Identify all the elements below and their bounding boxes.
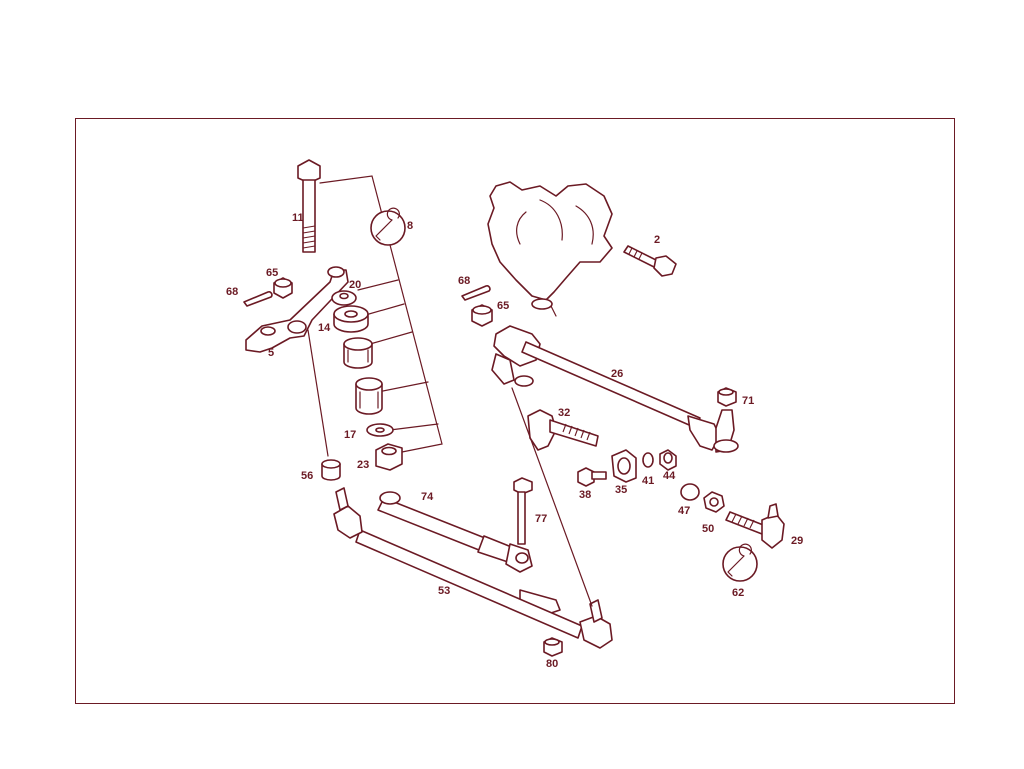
cotter-pin-68-left bbox=[243, 291, 273, 307]
part-label-56: 56 bbox=[301, 470, 313, 482]
shock-absorber-74 bbox=[377, 491, 533, 573]
diagram-frame bbox=[75, 118, 955, 704]
nut-71 bbox=[717, 387, 737, 407]
bushing-14 bbox=[333, 305, 369, 333]
tie-rod-53 bbox=[333, 487, 613, 649]
nut-50 bbox=[703, 491, 725, 513]
tie-rod-end-32 bbox=[527, 409, 599, 451]
part-label-29: 29 bbox=[791, 535, 803, 547]
part-label-23: 23 bbox=[357, 459, 369, 471]
part-label-11: 11 bbox=[292, 212, 304, 224]
spacer-47 bbox=[680, 483, 700, 501]
clamp-35 bbox=[611, 449, 637, 483]
torque-wrench-icon bbox=[370, 207, 406, 246]
bolt-11 bbox=[297, 159, 321, 253]
washer-17 bbox=[366, 423, 394, 437]
part-label-71: 71 bbox=[742, 395, 754, 407]
steering-gearbox bbox=[487, 181, 613, 317]
part-label-77: 77 bbox=[535, 513, 547, 525]
castle-nut-65-left bbox=[273, 277, 293, 299]
cap-56 bbox=[321, 459, 341, 481]
torque-wrench-icon-62 bbox=[722, 543, 758, 582]
part-label-41: 41 bbox=[642, 475, 654, 487]
rubber-bushing-upper bbox=[343, 337, 373, 369]
washer-41 bbox=[642, 452, 654, 468]
nut-23 bbox=[375, 443, 403, 471]
rubber-bushing-lower bbox=[355, 377, 383, 415]
nut-44 bbox=[659, 449, 677, 471]
part-label-68-left: 68 bbox=[226, 286, 238, 298]
part-label-65-right: 65 bbox=[497, 300, 509, 312]
pitman-arm bbox=[491, 325, 541, 387]
drag-link-line bbox=[511, 387, 593, 607]
part-label-65-left: 65 bbox=[266, 267, 278, 279]
part-label-14: 14 bbox=[318, 322, 331, 334]
part-label-68-right: 68 bbox=[458, 275, 470, 287]
bolt-77 bbox=[513, 477, 533, 545]
tie-rod-26 bbox=[521, 341, 739, 453]
part-label-53: 53 bbox=[438, 585, 450, 597]
part-label-50: 50 bbox=[702, 523, 714, 535]
tie-rod-end-29 bbox=[725, 503, 785, 549]
part-label-20: 20 bbox=[349, 279, 361, 291]
part-label-26: 26 bbox=[611, 368, 623, 380]
part-label-5: 5 bbox=[268, 347, 274, 359]
part-label-8: 8 bbox=[407, 220, 413, 232]
part-label-80: 80 bbox=[546, 658, 558, 670]
part-label-17: 17 bbox=[344, 429, 356, 441]
part-label-62: 62 bbox=[732, 587, 744, 599]
part-label-2: 2 bbox=[654, 234, 660, 246]
cotter-pin-68-right bbox=[461, 285, 491, 301]
part-label-74: 74 bbox=[421, 491, 434, 503]
part-label-35: 35 bbox=[615, 484, 627, 496]
part-label-38: 38 bbox=[579, 489, 591, 501]
assembly-bracket-8 bbox=[307, 175, 443, 457]
bolt-2 bbox=[623, 245, 677, 277]
idler-arm-5 bbox=[245, 266, 349, 353]
part-label-44: 44 bbox=[663, 470, 676, 482]
washer-20 bbox=[331, 290, 357, 306]
screw-38 bbox=[577, 467, 607, 487]
part-label-47: 47 bbox=[678, 505, 690, 517]
castle-nut-65-right bbox=[471, 304, 493, 327]
part-label-32: 32 bbox=[558, 407, 570, 419]
nut-80 bbox=[543, 637, 563, 657]
